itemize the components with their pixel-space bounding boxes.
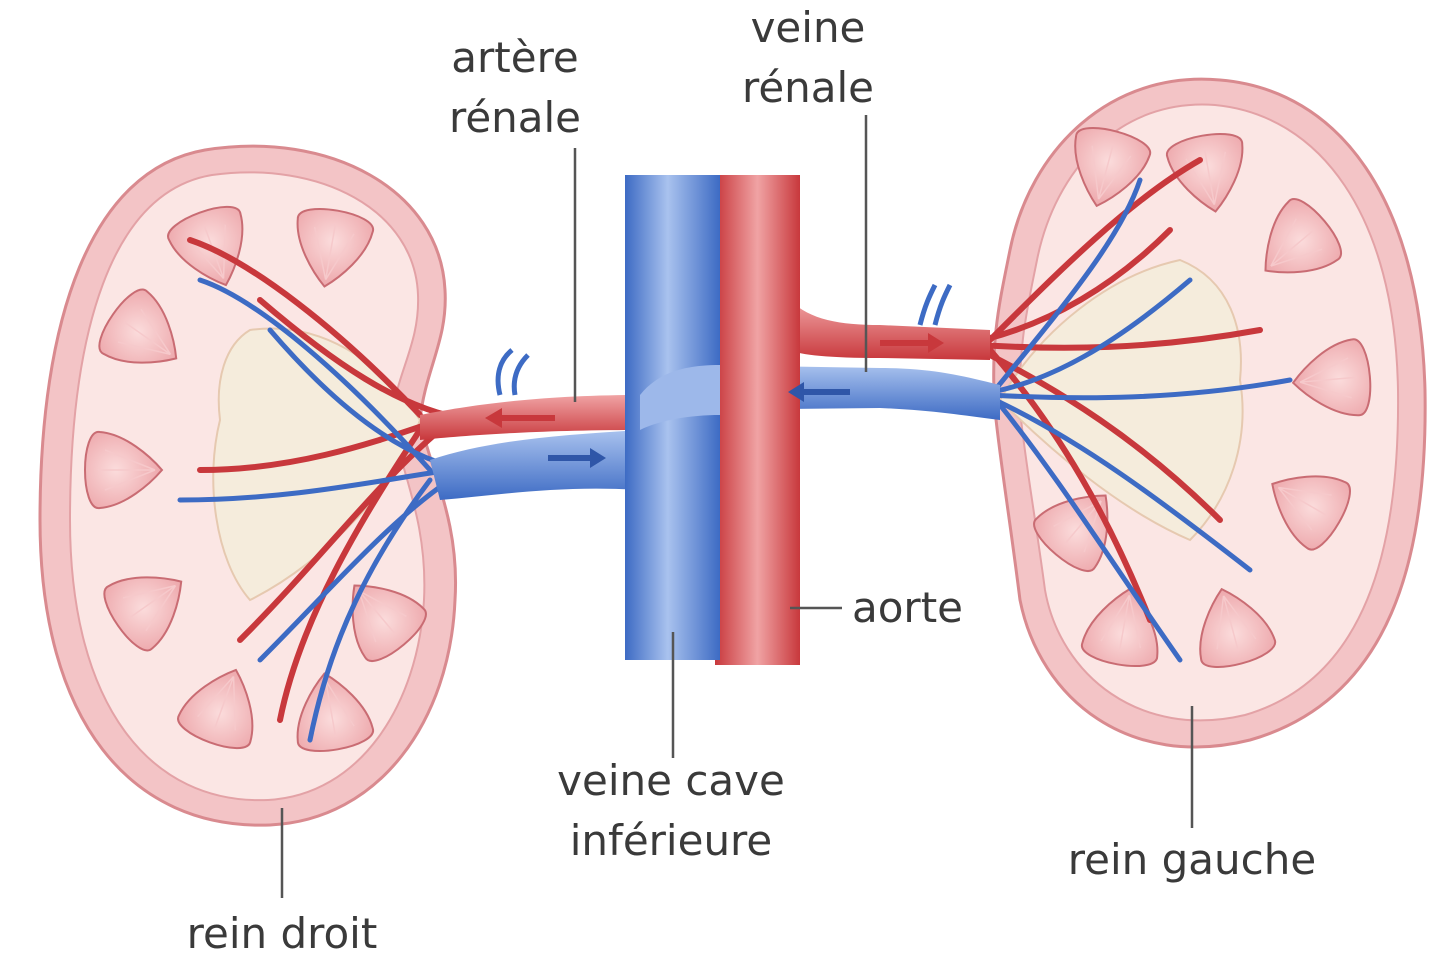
right-renal-vein bbox=[430, 430, 640, 500]
left-renal-artery bbox=[790, 300, 990, 360]
label-rein-gauche: rein gauche bbox=[1068, 835, 1316, 884]
label-rein-droit: rein droit bbox=[187, 909, 378, 958]
left-kidney bbox=[960, 79, 1425, 747]
label-artere-renale-line2: rénale bbox=[449, 93, 581, 142]
label-veine-cave-line1: veine cave bbox=[557, 756, 785, 805]
label-aorte: aorte bbox=[852, 583, 963, 632]
label-veine-renale-line1: veine bbox=[751, 3, 866, 52]
label-artere-renale-line1: artère bbox=[451, 33, 579, 82]
label-veine-renale-line2: rénale bbox=[742, 63, 874, 112]
label-veine-cave-line2: inférieure bbox=[570, 816, 773, 865]
right-kidney bbox=[40, 146, 470, 825]
aorta bbox=[715, 175, 800, 665]
